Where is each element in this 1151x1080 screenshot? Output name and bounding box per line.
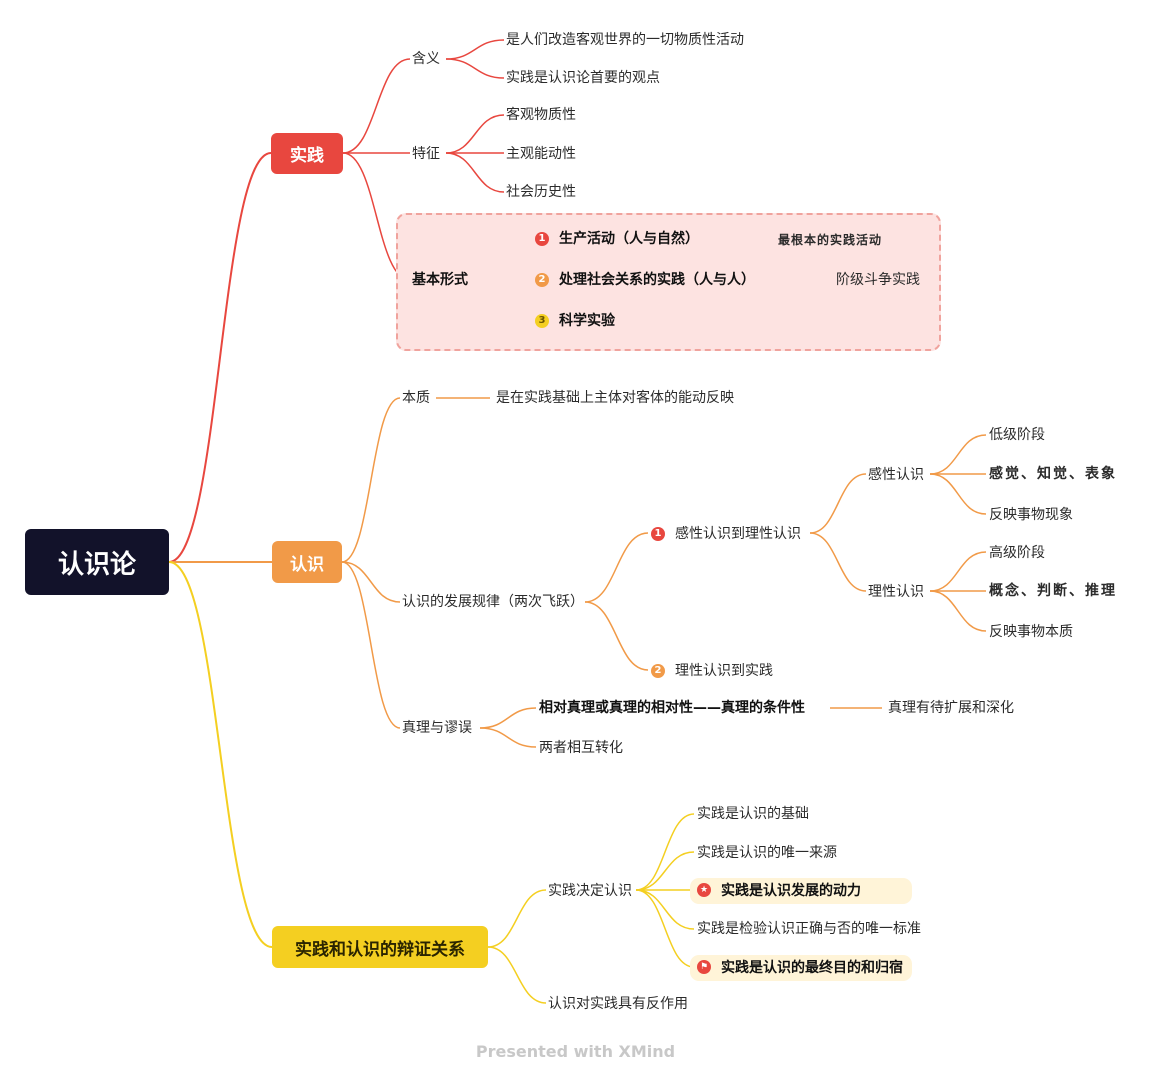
decides-item-motive[interactable]: 实践是认识发展的动力 [721,883,861,899]
connector-line [809,532,867,592]
features-node[interactable]: 特征 [412,146,440,162]
meaning-node[interactable]: 含义 [412,51,440,67]
form-item-social[interactable]: 处理社会关系的实践（人与人） [559,272,755,288]
connector-line [168,561,273,948]
number-2-icon: 2 [535,273,549,287]
rational-node[interactable]: 理性认识 [868,584,924,600]
feature-item[interactable]: 主观能动性 [506,146,576,162]
connector-line [445,58,505,79]
meaning-item[interactable]: 是人们改造客观世界的一切物质性活动 [506,32,744,48]
number-2-icon: 2 [651,664,665,678]
connector-line [445,39,505,60]
form-item-production[interactable]: 生产活动（人与自然） [559,231,699,247]
connector-line [487,946,547,1004]
decides-item[interactable]: 实践是检验认识正确与否的唯一标准 [697,921,921,937]
connector-line [487,889,547,948]
connector-line [809,473,867,534]
connector-line [445,152,505,193]
practice-node[interactable]: 实践 [271,133,343,174]
essence-value[interactable]: 是在实践基础上主体对客体的能动反映 [496,390,734,406]
connector-line [479,727,537,748]
rational-item[interactable]: 概念、判断、推理 [989,583,1117,599]
essence-node[interactable]: 本质 [402,390,430,406]
connector-line [479,707,537,729]
form-item-science[interactable]: 科学实验 [559,313,615,329]
relation-node[interactable]: 实践和认识的辩证关系 [272,926,488,968]
perceptual-item[interactable]: 感觉、知觉、表象 [989,466,1117,482]
connector-line [584,532,649,603]
connector-line [635,851,695,891]
perceptual-node[interactable]: 感性认识 [868,467,924,483]
connector-line [929,590,987,632]
decides-item[interactable]: 实践是认识的基础 [697,806,809,822]
basic-forms-node[interactable]: 基本形式 [412,272,468,288]
connector-line [635,889,695,968]
feature-item[interactable]: 社会历史性 [506,184,576,200]
decides-item-purpose[interactable]: 实践是认识的最终目的和归宿 [721,960,903,976]
decides-node[interactable]: 实践决定认识 [548,883,632,899]
number-3-icon: 3 [535,314,549,328]
connector-line [168,152,272,563]
decides-item[interactable]: 实践是认识的唯一来源 [697,845,837,861]
connector-line [635,889,695,930]
connector-line [341,561,401,603]
highlight-motive [690,878,912,904]
basic-forms-highlight [396,213,941,351]
connector-line [341,561,401,729]
star-icon: ★ [697,883,711,897]
transform-node[interactable]: 两者相互转化 [539,740,623,756]
feature-item[interactable]: 客观物质性 [506,107,576,123]
development-node[interactable]: 认识的发展规律（两次飞跃） [402,594,584,610]
relative-truth-node[interactable]: 相对真理或真理的相对性——真理的条件性 [539,700,805,716]
number-1-icon: 1 [535,232,549,246]
perceptual-item[interactable]: 低级阶段 [989,427,1045,443]
rational-item[interactable]: 反映事物本质 [989,624,1073,640]
cognition-node[interactable]: 认识 [272,541,342,583]
number-1-icon: 1 [651,527,665,541]
connector-line [929,434,987,475]
connector-line [445,114,505,154]
truth-node[interactable]: 真理与谬误 [402,720,472,736]
leap1-node[interactable]: 感性认识到理性认识 [675,526,801,542]
connector-line [584,601,649,671]
form-note-class[interactable]: 阶级斗争实践 [836,272,920,288]
form-note-fundamental[interactable]: 最根本的实践活动 [778,233,883,247]
perceptual-item[interactable]: 反映事物现象 [989,507,1073,523]
connector-line [341,397,401,563]
meaning-item[interactable]: 实践是认识论首要的观点 [506,70,660,86]
connector-line [929,473,987,515]
relative-truth-note[interactable]: 真理有待扩展和深化 [888,700,1014,716]
root-node[interactable]: 认识论 [25,529,169,595]
connector-line [929,551,987,592]
reaction-node[interactable]: 认识对实践具有反作用 [548,996,688,1012]
highlight-purpose [690,955,912,981]
connector-line [635,813,695,891]
leap2-node[interactable]: 理性认识到实践 [675,663,773,679]
flag-icon: ⚑ [697,960,711,974]
connector-line [342,58,411,154]
rational-item[interactable]: 高级阶段 [989,545,1045,561]
watermark-text: Presented with XMind [475,1042,676,1061]
